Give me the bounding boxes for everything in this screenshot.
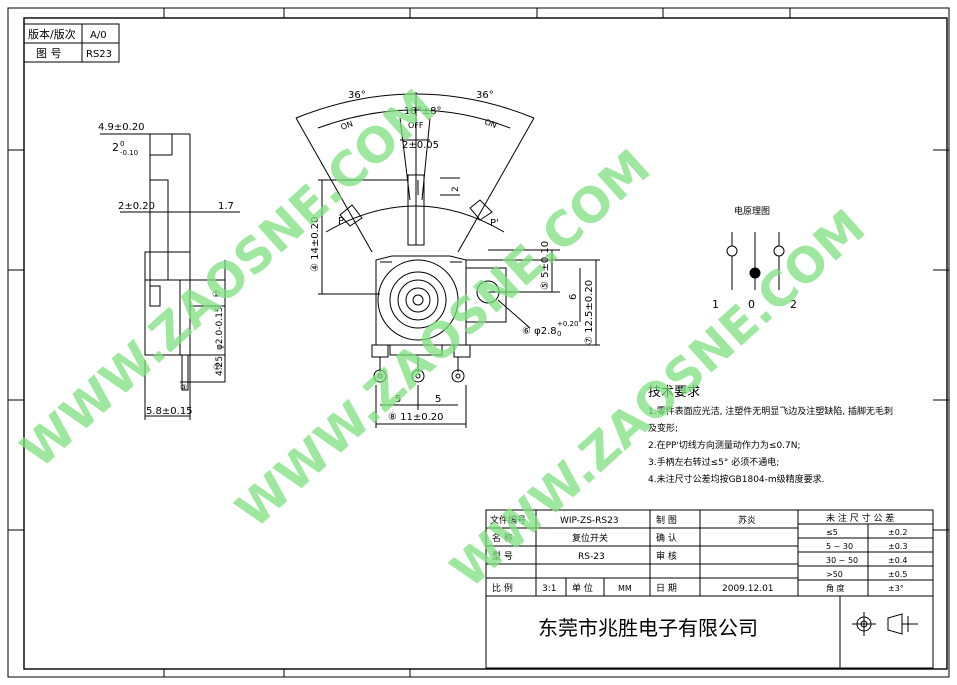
model-label: 型 号 [492, 551, 513, 562]
tolerance-range: >50 [826, 570, 843, 579]
drawing-no-value: RS23 [86, 49, 112, 60]
tech-requirement-line: 2.在PP'切线方向测量动作力为≤0.7N; [648, 439, 801, 451]
dim-tab-tol-top: 0 [120, 140, 124, 148]
name-label: 名 称 [492, 532, 513, 544]
tolerance-range: 30 ~ 50 [826, 556, 858, 565]
front-view [295, 92, 600, 428]
dim-height-body: ⑦ 12.5±0.20 [584, 280, 595, 345]
dim-body: 2±0.20 [118, 201, 155, 212]
revision-box: 版本/版次 A/0 图 号 RS23 [23, 23, 120, 63]
inner-frame [23, 17, 948, 670]
dim-tab: 2 [112, 141, 119, 154]
dim-width-total: 4.9±0.20 [98, 122, 145, 133]
drawing-no-label: 图 号 [36, 47, 62, 60]
zone-center: OFF [408, 121, 424, 130]
dim-lever-width: 2±0.05 [402, 140, 439, 151]
tolerance-range: ≤5 [826, 528, 838, 537]
name-value: 复位开关 [572, 532, 608, 544]
confirm-label: 确 认 [656, 532, 677, 544]
marker-2: ② [213, 363, 221, 373]
tech-requirement-line: 及变形; [648, 422, 678, 434]
dim-tab-tol-bottom: -0.10 [120, 149, 138, 157]
marker-3: ③ [180, 383, 187, 392]
title-block [485, 509, 934, 669]
draw-label: 制 图 [656, 514, 677, 526]
schematic [726, 232, 785, 290]
zone-left: ON [340, 119, 355, 132]
unit-label: 单 位 [572, 582, 593, 594]
tolerance-value: ±0.4 [888, 556, 907, 565]
outer-frame [7, 7, 950, 678]
file-no-value: WIP-ZS-RS23 [560, 516, 619, 526]
tolerance-value: ±0.3 [888, 542, 907, 551]
marker-1: ① [212, 290, 220, 300]
pin-0: 0 [748, 298, 755, 311]
dim-lever-small: 2 [451, 186, 461, 192]
tolerance-header: 未 注 尺 寸 公 差 [826, 512, 894, 524]
dim-pitch-left: 5 [395, 394, 401, 405]
date-value: 2009.12.01 [722, 584, 774, 594]
version-label: 版本/版次 [28, 27, 76, 41]
dim-pin-dia: φ2.0-0.15 [215, 306, 225, 350]
dim-hole-offset: ⑤ 5±0.10 [540, 241, 551, 290]
dim-base: 5.8±0.15 [146, 406, 193, 417]
angle-left: 36° [348, 90, 366, 101]
label-p-prime: P' [490, 218, 499, 229]
dim-gap: 1.7 [218, 201, 234, 212]
scale-label: 比 例 [492, 582, 513, 594]
label-p: P [338, 216, 344, 227]
pin-1: 1 [712, 298, 719, 311]
frame-ticks [8, 8, 949, 677]
review-label: 审 核 [656, 550, 677, 562]
dim-six: 6 [568, 294, 579, 300]
model-value: RS-23 [578, 552, 605, 562]
angle-right: 36° [476, 90, 494, 101]
tolerance-value: ±0.2 [888, 528, 907, 537]
company-name: 东莞市兆胜电子有限公司 [538, 616, 758, 640]
date-label: 日 期 [656, 583, 677, 594]
dim-hole-dia: ⑥ φ2.8 [522, 326, 557, 337]
draw-value: 苏炎 [738, 514, 756, 526]
tolerance-value: ±0.5 [888, 570, 907, 579]
dim-hole-tol2: 0 [557, 330, 561, 338]
angle-center: 18°±8° [404, 106, 441, 117]
dim-pitch-right: 5 [435, 394, 441, 405]
dim-width-body: ⑧ 11±0.20 [388, 412, 444, 423]
schematic-title: 电原理图 [734, 205, 770, 217]
dim-pin-len: 4.25 [215, 356, 225, 376]
pin-2: 2 [790, 298, 797, 311]
tolerance-rows: ≤5 ±0.2 5 ~ 30 ±0.3 30 ~ 50 ±0.4 >50 ±0.5 角 度 ±3° [826, 528, 907, 593]
dim-hole-tol: +0.20 [557, 320, 578, 328]
tolerance-range: 5 ~ 30 [826, 542, 853, 551]
tech-requirement-line: 3.手柄左右转过≤5° 必须不通电; [648, 456, 779, 468]
tech-requirement-line: 4.未注尺寸公差均按GB1804-m级精度要求. [648, 473, 825, 485]
tolerance-value: ±3° [888, 584, 904, 593]
unit-value: MM [618, 584, 632, 593]
file-no-label: 文件编号 [490, 514, 526, 526]
dim-height-lever: ④ 14±0.20 [310, 216, 321, 272]
zone-right: ON [483, 117, 498, 130]
version-value: A/0 [90, 30, 107, 41]
side-view [100, 133, 240, 420]
tech-title: 技术要求 [648, 385, 700, 400]
tolerance-range: 角 度 [826, 583, 845, 593]
tech-requirement-line: 1.零件表面应光洁, 注塑件无明显飞边及注塑缺陷, 插脚无毛刺 [648, 405, 893, 417]
scale-value: 3:1 [542, 584, 556, 594]
